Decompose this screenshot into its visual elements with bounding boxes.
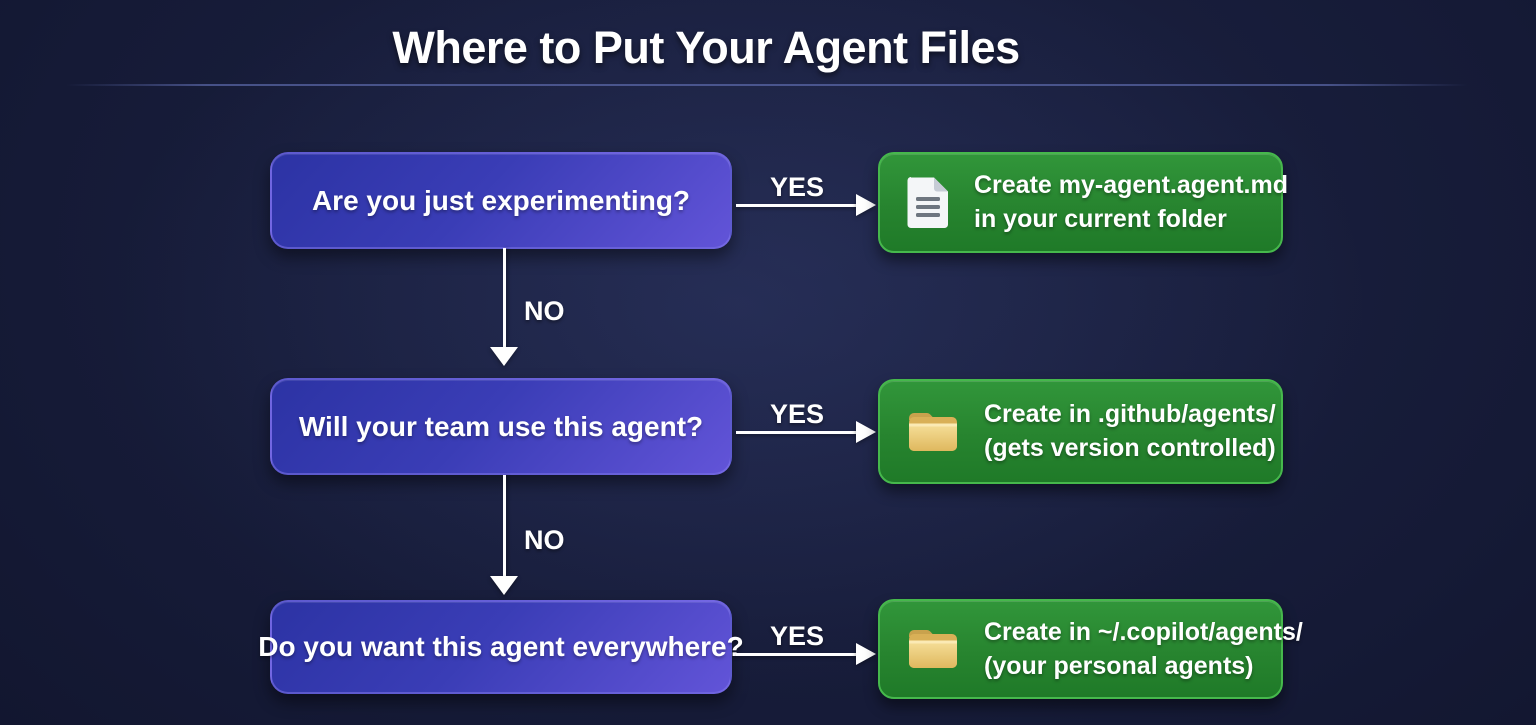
no-arrow-2: NO [490,475,600,595]
arrow-head-icon [490,347,518,366]
answer-text: Create in ~/.copilot/agents/ (your perso… [984,617,1303,682]
answer-text: Create in .github/agents/ (gets version … [984,399,1276,464]
document-icon [906,176,950,229]
arrow-head-icon [856,421,876,443]
page-title: Where to Put Your Agent Files [392,22,1020,73]
question-box-team-use: Will your team use this agent? [270,378,732,475]
answer-line2: in your current folder [974,205,1227,233]
arrow-line [503,475,506,578]
answer-box-github-agents: Create in .github/agents/ (gets version … [878,379,1283,484]
question-label: Will your team use this agent? [298,410,704,442]
question-box-agent-everywhere: Do you want this agent everywhere? [258,600,744,694]
answer-text: Create my-agent.agent.md in your current… [974,170,1288,235]
title-divider [66,84,1468,86]
answer-line1: Create in ~/.copilot/agents/ [984,617,1303,646]
question-label: Do you want this agent everywhere? [258,631,744,662]
yes-label: YES [769,399,825,429]
yes-label: YES [769,172,825,202]
answer-line2: (your personal agents) [984,651,1254,680]
arrow-line [736,204,860,207]
yes-arrow-1: YES [736,172,876,218]
answer-line1: Create my-agent.agent.md [974,171,1288,199]
question-box-experimenting: Are you just experimenting? [270,152,732,249]
arrow-line [503,248,506,349]
answer-box-current-folder: Create my-agent.agent.md in your current… [878,152,1288,253]
answer-line1: Create in .github/agents/ [984,400,1276,428]
answer-line2: (gets version controlled) [984,434,1276,462]
arrow-line [736,653,860,656]
folder-icon [906,409,960,455]
yes-label: YES [769,621,825,651]
folder-icon [906,626,960,672]
answer-box-copilot-agents: Create in ~/.copilot/agents/ (your perso… [878,599,1303,699]
arrow-line [736,431,860,434]
arrow-head-icon [856,643,876,665]
arrow-head-icon [856,194,876,216]
arrow-head-icon [490,576,518,595]
yes-arrow-2: YES [736,399,876,445]
no-label: NO [524,296,565,326]
no-arrow-1: NO [490,248,600,366]
yes-arrow-3: YES [736,621,876,667]
no-label: NO [524,525,565,555]
question-label: Are you just experimenting? [311,184,691,216]
